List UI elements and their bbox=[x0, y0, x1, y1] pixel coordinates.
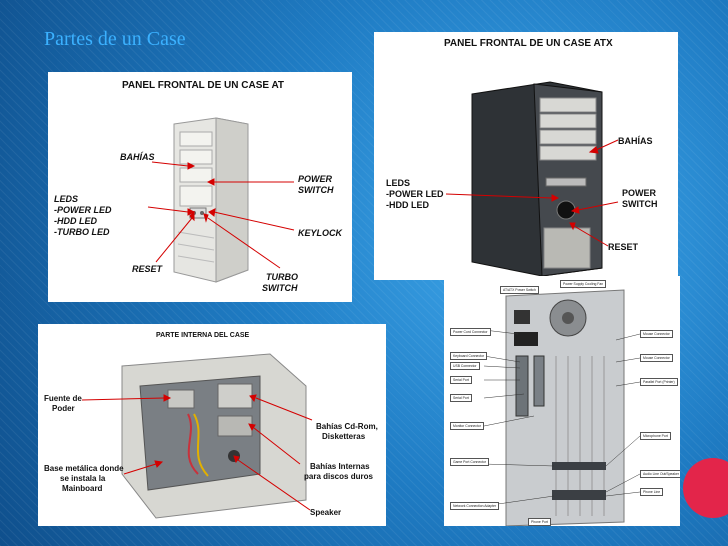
base-label-2: se instala la bbox=[60, 474, 106, 483]
panel-at-title: PANEL FRONTAL DE UN CASE AT bbox=[122, 80, 285, 91]
rear-left-label-6: Monitor Connector bbox=[450, 422, 484, 430]
at-keylock-label: KEYLOCK bbox=[298, 228, 343, 238]
case-at-illustration bbox=[147, 117, 295, 283]
bahias-cd-label-2: Disketteras bbox=[322, 432, 366, 441]
atx-power-led-label: -POWER LED bbox=[386, 189, 444, 199]
speaker-label: Speaker bbox=[310, 508, 342, 517]
rear-right-label-5: Audio Line Out/Speaker bbox=[640, 470, 680, 478]
panel-rear: AT/ATX Power Switch Power Supply Cooling… bbox=[444, 276, 680, 526]
bahias-int-label-2: para discos duros bbox=[304, 472, 373, 481]
at-reset-label: RESET bbox=[132, 264, 163, 274]
at-power-switch-label-2: SWITCH bbox=[298, 185, 334, 195]
at-hdd-led-label: -HDD LED bbox=[54, 216, 97, 226]
at-turbo-switch-label-1: TURBO bbox=[266, 272, 298, 282]
decorative-circle bbox=[683, 458, 728, 518]
at-turbo-led-label: -TURBO LED bbox=[54, 227, 110, 237]
panel-front-atx: PANEL FRONTAL DE UN CASE ATX BAHÍAS LEDS… bbox=[374, 32, 678, 280]
panel-front-at: PANEL FRONTAL DE UN CASE AT bbox=[48, 72, 352, 302]
rear-right-label-3: Parallel Port (Printer) bbox=[640, 378, 678, 386]
atx-power-switch-label-2: SWITCH bbox=[622, 199, 658, 209]
atx-bahias-label: BAHÍAS bbox=[618, 136, 653, 146]
atx-reset-label: RESET bbox=[608, 242, 639, 252]
fuente-label-2: Poder bbox=[52, 404, 75, 413]
fuente-label-1: Fuente de bbox=[44, 394, 82, 403]
bahias-int-label-1: Bahías Internas bbox=[310, 462, 370, 471]
panel-internal-title: PARTE INTERNA DEL CASE bbox=[156, 332, 250, 339]
case-rear-illustration bbox=[483, 289, 641, 526]
rear-left-label-4: Serial Port bbox=[450, 376, 472, 384]
slide-title: Partes de un Case bbox=[44, 28, 186, 50]
rear-right-label-1: Mouse Connector bbox=[640, 330, 673, 338]
atx-power-switch-label-1: POWER bbox=[622, 188, 657, 198]
base-label-3: Mainboard bbox=[62, 484, 103, 493]
atx-hdd-led-label: -HDD LED bbox=[386, 200, 429, 210]
rear-top-label-2: Power Supply Cooling Fan bbox=[560, 280, 607, 288]
rear-left-label-3: USB Connector bbox=[450, 362, 480, 370]
case-atx-illustration bbox=[445, 81, 619, 277]
rear-right-label-2: Mouse Connector bbox=[640, 354, 673, 362]
rear-bottom-label: Phone Port bbox=[528, 518, 551, 526]
rear-right-label-6: Phone Line bbox=[640, 488, 664, 496]
rear-left-label-2: Keyboard Connector bbox=[450, 352, 488, 360]
at-power-switch-label-1: POWER bbox=[298, 174, 333, 184]
panel-atx-title: PANEL FRONTAL DE UN CASE ATX bbox=[444, 38, 613, 49]
bahias-cd-label-1: Bahías Cd-Rom, bbox=[316, 422, 378, 431]
rear-left-label-7: Game Port Connector bbox=[450, 458, 489, 466]
base-label-1: Base metálica donde bbox=[44, 464, 124, 473]
at-bahias-label: BAHÍAS bbox=[120, 152, 155, 162]
rear-right-label-4: Microphone Port bbox=[640, 432, 671, 440]
case-internal-illustration bbox=[81, 353, 313, 519]
atx-leds-label: LEDS bbox=[386, 178, 411, 188]
rear-left-label-5: Serial Port bbox=[450, 394, 472, 402]
at-turbo-switch-label-2: SWITCH bbox=[262, 283, 298, 293]
panel-internal: PARTE INTERNA DEL CASE Fuente de Poder B… bbox=[38, 324, 386, 526]
rear-left-label-8: Network Connection Adapter bbox=[450, 502, 500, 510]
rear-top-label-1: AT/ATX Power Switch bbox=[500, 286, 539, 294]
at-power-led-label: -POWER LED bbox=[54, 205, 112, 215]
rear-left-label-1: Power Cord Connector bbox=[450, 328, 491, 336]
at-leds-label: LEDS bbox=[54, 194, 79, 204]
